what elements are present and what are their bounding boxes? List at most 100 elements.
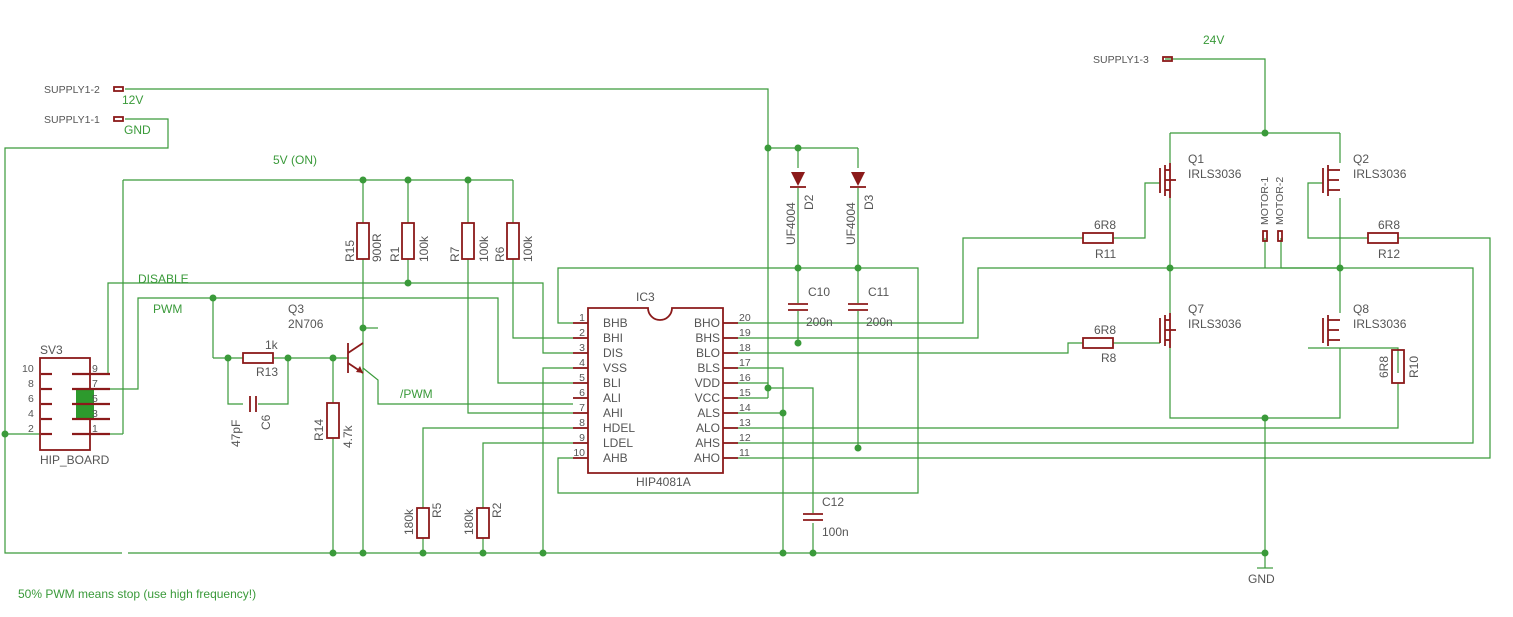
ic3-pin-name: BLI — [603, 376, 621, 390]
r8-value: 6R8 — [1094, 323, 1116, 337]
c11-value: 200n — [866, 315, 893, 329]
r6-value: 100k — [521, 235, 535, 262]
q7-mosfet — [1159, 313, 1176, 348]
ic3-pin-name: BHI — [603, 331, 623, 345]
motor2-label: MOTOR-2 — [1274, 177, 1286, 225]
wires — [4, 58, 1491, 569]
ic3-chip — [587, 307, 724, 474]
ic3-pin-number: 16 — [739, 372, 751, 384]
r10-body — [1391, 349, 1405, 384]
ic3-pin-number: 14 — [739, 402, 751, 414]
ic3-pin-name: ALI — [603, 391, 621, 405]
ic3-pin-number: 5 — [579, 372, 585, 384]
ic3-pin-number: 9 — [579, 432, 585, 444]
ic3-pin-name: BLS — [697, 361, 720, 375]
r10-value: 6R8 — [1377, 356, 1391, 378]
ic3-pin-name: ALO — [696, 421, 720, 435]
q3-value: 2N706 — [288, 317, 324, 331]
ic3-pin-number: 18 — [739, 342, 751, 354]
motor-pads — [1262, 230, 1283, 242]
sv3-pin-label: 9 — [92, 363, 98, 375]
r10-name: R10 — [1407, 356, 1421, 378]
sv3-pin-label: 3 — [92, 408, 98, 420]
5v-on-label: 5V (ON) — [273, 153, 317, 167]
c10-capacitor — [788, 303, 808, 311]
q8-name: Q8 — [1353, 302, 1369, 316]
d2-diode — [790, 172, 806, 188]
q2-name: Q2 — [1353, 152, 1369, 166]
ic3-name: IC3 — [636, 290, 655, 304]
sv3-pin-label: 7 — [92, 378, 98, 390]
r6-name: R6 — [493, 246, 507, 262]
c6-value: 47pF — [229, 420, 243, 447]
r14-value: 4.7k — [341, 424, 355, 448]
ic3-pin-number: 2 — [579, 327, 585, 339]
r7-value: 100k — [477, 235, 491, 262]
ic3-pin-number: 19 — [739, 327, 751, 339]
r13-value: 1k — [265, 338, 279, 352]
footer-note: 50% PWM means stop (use high frequency!) — [18, 587, 256, 601]
c12-capacitor — [803, 513, 823, 521]
ic3-pin-name: ALS — [697, 406, 720, 420]
r1-name: R1 — [388, 246, 402, 262]
sv3-pin-label: 8 — [28, 378, 34, 390]
sv3-pin-label: 2 — [28, 423, 34, 435]
ic3-pin-name: AHO — [694, 451, 720, 465]
c12-value: 100n — [822, 525, 849, 539]
ic3-pin-name: BHB — [603, 316, 628, 330]
r12-body — [1367, 232, 1399, 244]
q2-mosfet — [1322, 165, 1340, 196]
d3-value: UF4004 — [844, 202, 858, 245]
q3-transistor — [347, 342, 364, 374]
ic3-pin-name: BLO — [696, 346, 720, 360]
ic3-pin-number: 7 — [579, 402, 585, 414]
ic3-pin-name: BHS — [695, 331, 720, 345]
ic3-pin-number: 11 — [739, 447, 750, 459]
12v-label: 12V — [122, 93, 143, 107]
ic3-pin-number: 4 — [579, 357, 585, 369]
c10-value: 200n — [806, 315, 833, 329]
r8-name: R8 — [1101, 351, 1117, 365]
ic3-pin-name: HDEL — [603, 421, 635, 435]
q7-value: IRLS3036 — [1188, 317, 1242, 331]
r11-name: R11 — [1095, 247, 1116, 261]
ic3-pin-number: 1 — [579, 312, 585, 324]
gnd-top-label: GND — [124, 123, 151, 137]
ic3-pin-name: VDD — [695, 376, 721, 390]
r7-name: R7 — [448, 246, 462, 262]
sv3-pin-label: 1 — [92, 423, 98, 435]
q8-mosfet — [1322, 315, 1340, 346]
junctions — [1, 129, 1344, 557]
r5-value: 180k — [402, 508, 416, 535]
r2-body — [476, 507, 490, 539]
ic3-pin-number: 20 — [739, 312, 751, 324]
ic3-pin-name: AHB — [603, 451, 628, 465]
sv3-name: SV3 — [40, 343, 63, 357]
r2-value: 180k — [462, 508, 476, 535]
d3-name: D3 — [862, 194, 876, 210]
sv3-right-pin-numbers: 9 7 5 3 1 — [92, 363, 98, 435]
disable-label: DISABLE — [138, 272, 189, 286]
ic3-pin-name: LDEL — [603, 436, 633, 450]
ic3-pin-number: 17 — [739, 357, 751, 369]
sv3-value: HIP_BOARD — [40, 453, 110, 467]
motor1-label: MOTOR-1 — [1259, 177, 1271, 225]
c12-name: C12 — [822, 495, 844, 509]
ic3-pin-number: 10 — [573, 447, 585, 459]
q2-value: IRLS3036 — [1353, 167, 1407, 181]
q3-name: Q3 — [288, 302, 304, 316]
ic3-pin-name: AHS — [695, 436, 720, 450]
r7-body — [461, 222, 475, 260]
r1-value: 100k — [417, 235, 431, 262]
ic3-pin-number: 8 — [579, 417, 585, 429]
ic3-pin-name: VCC — [695, 391, 721, 405]
r2-name: R2 — [490, 502, 504, 518]
sv3-left-pin-numbers: 10 8 6 4 2 — [22, 363, 34, 435]
c6-capacitor — [249, 396, 257, 412]
pwm-label: PWM — [153, 302, 182, 316]
r12-name: R12 — [1378, 247, 1400, 261]
supply1-2-label: SUPPLY1-2 — [44, 84, 100, 96]
r8-body — [1082, 337, 1114, 349]
